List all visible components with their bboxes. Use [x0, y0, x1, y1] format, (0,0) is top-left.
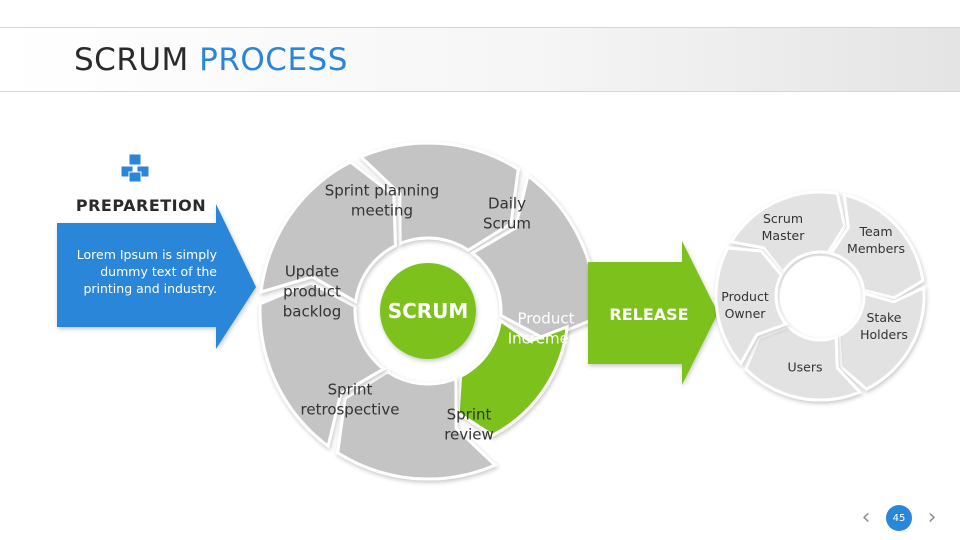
segment-label: backlog [283, 302, 342, 320]
scrum-cycle: Sprint planning meeting DailyScrumProductI… [258, 141, 598, 481]
page-title: SCRUM PROCESS [74, 40, 348, 80]
segment-label: Product [721, 289, 769, 304]
cubes-icon [120, 153, 150, 183]
preparation-arrow [57, 204, 256, 349]
scrum-master-segment [728, 190, 847, 276]
sprint-review-segment [336, 370, 498, 481]
preparation-text-line: Lorem Ipsum is simply [77, 247, 218, 262]
segment-label: Daily [488, 194, 526, 212]
segment-label: Update [285, 262, 339, 280]
segment-label: Sprint [447, 405, 492, 423]
segment-label: product [283, 282, 341, 300]
product-owner-segment [714, 246, 789, 367]
segment-label: Members [847, 241, 905, 256]
stakeholder-hub [780, 256, 860, 336]
segment-label: Product [518, 309, 575, 327]
segment-label: Master [762, 228, 806, 243]
segment-label: Team [858, 224, 892, 239]
release-arrow [588, 241, 718, 385]
segment-label: review [444, 425, 494, 443]
product-increment-segment [456, 317, 569, 437]
segment-label: retrospective [301, 400, 400, 418]
preparation-text: Lorem Ipsum is simply dummy text of the … [77, 247, 218, 296]
title-main: SCRUM [74, 42, 189, 78]
stake-holders-segment [837, 285, 926, 391]
segment-label: Users [787, 359, 822, 374]
segment-label: Scrum [763, 211, 803, 226]
sprint-retrospective-segment [258, 281, 387, 449]
preparation-text-line: dummy text of the [100, 264, 217, 279]
segment-label: Stake [867, 310, 902, 325]
users-segment [744, 324, 863, 402]
preparation-text-line: printing and industry. [83, 281, 217, 296]
daily-scrum-segment [469, 173, 598, 341]
segment-label: meeting [351, 201, 413, 219]
scrum-hub [380, 263, 476, 359]
page-number: 45 [886, 505, 912, 531]
segment-label: Sprint [328, 380, 373, 398]
segment-label: Scrum [483, 214, 531, 232]
segment-label: Increment [508, 329, 585, 347]
chevron-left-icon[interactable]: ‹ [861, 505, 871, 530]
segment-label: Holders [860, 327, 908, 342]
update-backlog-segment [259, 160, 397, 304]
title-accent: PROCESS [199, 42, 348, 78]
segment-label: Sprint planning [325, 181, 440, 199]
header-band [0, 27, 960, 92]
release-label: RELEASE [609, 305, 688, 324]
sprint-planning-segment [358, 141, 520, 252]
team-members-segment [828, 192, 925, 300]
segment-label: Owner [725, 306, 767, 321]
scrum-hub-label: SCRUM [388, 299, 469, 323]
chevron-right-icon[interactable]: › [927, 505, 937, 530]
preparation-label: PREPARETION [76, 196, 206, 215]
